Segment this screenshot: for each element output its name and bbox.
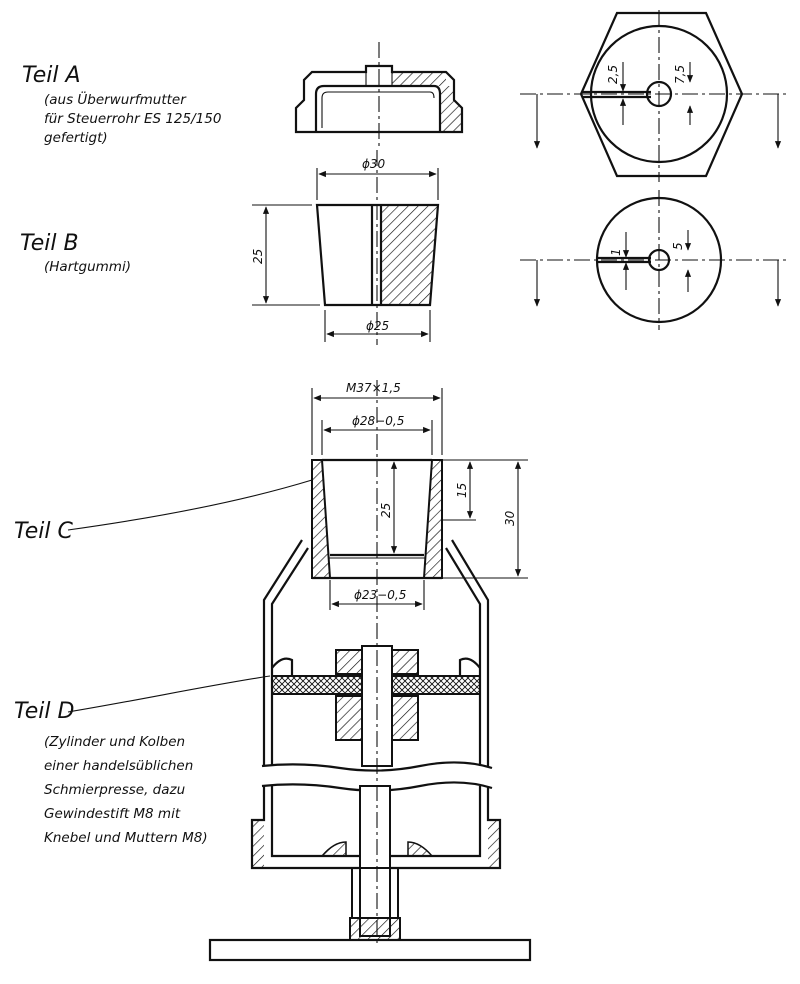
- label-teil-b-group: Teil B (Hartgummi): [20, 231, 131, 275]
- teil-a-hatch-top: [392, 72, 446, 86]
- piston-rod-lower: [359, 785, 391, 937]
- dim-c-thread: M37×1,5: [346, 381, 401, 395]
- leader-teil-d: [67, 675, 271, 713]
- note-teil-a-line-3: gefertigt): [44, 130, 108, 146]
- dim-a-7-5: 7,5: [673, 65, 687, 84]
- note-teil-b-line-1: (Hartgummi): [44, 259, 131, 275]
- label-teil-d-group: Teil D (Zylinder und Kolben einer handel…: [14, 675, 271, 846]
- dim-c-30: 30: [503, 510, 517, 526]
- dim-b-height: 25: [251, 249, 265, 264]
- dim-c-15: 15: [455, 483, 469, 498]
- dim-c-inner-height: 25: [379, 503, 393, 518]
- teil-b-top-view: 1 5: [520, 190, 790, 330]
- dim-b-1: 1: [609, 248, 623, 256]
- leader-teil-c: [67, 479, 313, 531]
- nut-upper-right: [391, 649, 419, 675]
- label-teil-a: Teil A: [22, 63, 81, 88]
- note-teil-d-line-5: Knebel und Muttern M8): [44, 830, 208, 846]
- teil-a-top-view: 2,5 7,5: [520, 10, 790, 182]
- label-teil-c: Teil C: [14, 519, 73, 544]
- label-teil-d: Teil D: [14, 699, 74, 724]
- note-teil-d-line-2: einer handelsüblichen: [44, 758, 193, 774]
- teil-b-section-view: ϕ30 25 ϕ25: [251, 150, 440, 345]
- teil-c-wall-left: [311, 459, 332, 579]
- note-teil-a-line-1: (aus Überwurfmutter: [44, 90, 187, 108]
- note-teil-d-line-4: Gewindestift M8 mit: [44, 806, 181, 822]
- nut-upper-left: [335, 649, 363, 675]
- dim-c-inner-bottom: ϕ23−0,5: [354, 588, 406, 602]
- base-plate: [208, 938, 532, 962]
- teil-b-hatch: [381, 205, 438, 305]
- note-teil-a-line-2: für Steuerrohr ES 125/150: [44, 111, 221, 127]
- nut-lower-right: [391, 695, 419, 741]
- label-teil-b: Teil B: [20, 231, 79, 256]
- label-teil-a-group: Teil A (aus Überwurfmutter für Steuerroh…: [22, 63, 221, 146]
- note-teil-d-line-1: (Zylinder und Kolben: [44, 734, 185, 750]
- dim-b-5: 5: [671, 242, 685, 250]
- teil-a-hatch-wall: [440, 86, 462, 132]
- dim-c-inner-top: ϕ28−0,5: [352, 414, 404, 428]
- dim-b-top-diameter: ϕ30: [362, 157, 386, 171]
- note-teil-d-line-3: Schmierpresse, dazu: [44, 782, 185, 798]
- cylinder-flange-left: [252, 820, 264, 868]
- dim-b-bottom-diameter: ϕ25: [366, 319, 389, 333]
- teil-c-wall-right: [422, 459, 443, 579]
- label-teil-c-group: Teil C: [14, 479, 313, 544]
- teil-a-section-view: [294, 42, 464, 150]
- nut-lower-left: [335, 695, 363, 741]
- assembly-section-view: M37×1,5 ϕ28−0,5 25 15 30 ϕ23−0,5: [208, 380, 532, 962]
- cylinder-flange-right: [488, 820, 500, 868]
- dim-a-2-5: 2,5: [606, 65, 620, 84]
